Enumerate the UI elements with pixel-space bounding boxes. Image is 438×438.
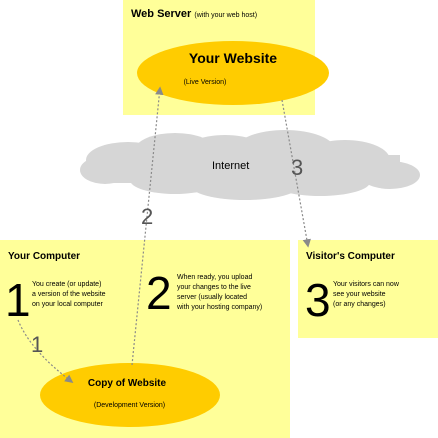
live-website-title: Your Website — [188, 50, 278, 66]
step2-description: When ready, you upload your changes to t… — [177, 274, 263, 311]
web-server-title: Web Server (with your web host) — [131, 8, 257, 20]
live-version-label: (Live Version) — [183, 79, 227, 86]
web-host-note: (with your web host) — [194, 12, 258, 19]
visit-arrow — [281, 99, 311, 248]
upload-step-number: 2 — [141, 204, 154, 229]
step1-number: 1 — [5, 274, 31, 326]
step2-number: 2 — [146, 267, 172, 319]
dev-copy-ellipse — [40, 363, 220, 427]
create-arrow — [17, 319, 74, 384]
live-website-ellipse — [137, 41, 329, 105]
create-step-number: 1 — [31, 332, 44, 357]
visitors-computer-panel — [298, 240, 438, 338]
copy-of-website-title: Copy of Website — [87, 378, 167, 389]
step3-description: Your visitors can now see your website (… — [333, 281, 399, 308]
development-version-label: (Development Version) — [93, 402, 166, 409]
step1-description: You create (or update) a version of the … — [32, 281, 106, 308]
web-server-label: Web Server — [131, 8, 192, 20]
internet-cloud — [80, 130, 420, 200]
visit-step-number: 3 — [291, 155, 304, 180]
visitors-computer-title: Visitor's Computer — [306, 251, 395, 262]
internet-label: Internet — [212, 160, 250, 172]
your-computer-title: Your Computer — [8, 251, 81, 262]
step3-number: 3 — [305, 274, 331, 326]
upload-arrow — [131, 86, 164, 366]
